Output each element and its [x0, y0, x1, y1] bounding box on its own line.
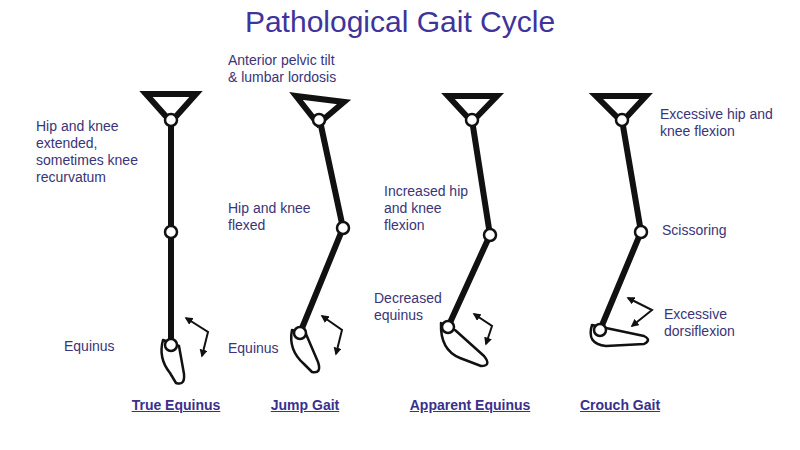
- annotation-label: Scissoring: [662, 222, 727, 239]
- knee-joint: [635, 226, 647, 238]
- annotation-label: Hip and knee extended, sometimes knee re…: [36, 118, 150, 186]
- ankle-joint: [594, 324, 606, 336]
- annotation-label: Hip and knee flexed: [228, 200, 328, 234]
- knee-joint: [337, 222, 349, 234]
- foot: [591, 325, 648, 346]
- gait-name: Crouch Gait: [580, 397, 660, 414]
- motion-arrow: [322, 316, 342, 354]
- annotation-label: Decreased equinus: [374, 290, 454, 324]
- gait-name: Apparent Equinus: [410, 397, 531, 414]
- gait-name: Jump Gait: [271, 397, 339, 414]
- ankle-joint: [442, 321, 454, 333]
- leg: [600, 120, 641, 330]
- knee-joint: [165, 226, 177, 238]
- motion-arrow: [474, 314, 492, 344]
- annotation-label: Equinus: [64, 338, 115, 355]
- hip-joint: [616, 114, 628, 126]
- annotation-label: Excessive hip and knee flexion: [660, 106, 788, 140]
- motion-arrow: [186, 318, 208, 356]
- gait-name: True Equinus: [132, 397, 221, 414]
- hip-joint: [165, 114, 177, 126]
- ankle-joint: [165, 339, 177, 351]
- annotation-label: Increased hip and knee flexion: [384, 183, 478, 234]
- knee-joint: [484, 229, 496, 241]
- diagram-title: Pathological Gait Cycle: [0, 4, 800, 40]
- hip-joint: [313, 114, 325, 126]
- hip-joint: [466, 114, 478, 126]
- annotation-label: Anterior pelvic tilt & lumbar lordosis: [228, 52, 346, 86]
- leg: [448, 120, 490, 327]
- annotation-label: Equinus: [228, 340, 279, 357]
- motion-arrow: [628, 298, 652, 326]
- foot: [162, 340, 185, 384]
- annotation-label: Excessive dorsiflexion: [664, 306, 784, 340]
- ankle-joint: [294, 327, 306, 339]
